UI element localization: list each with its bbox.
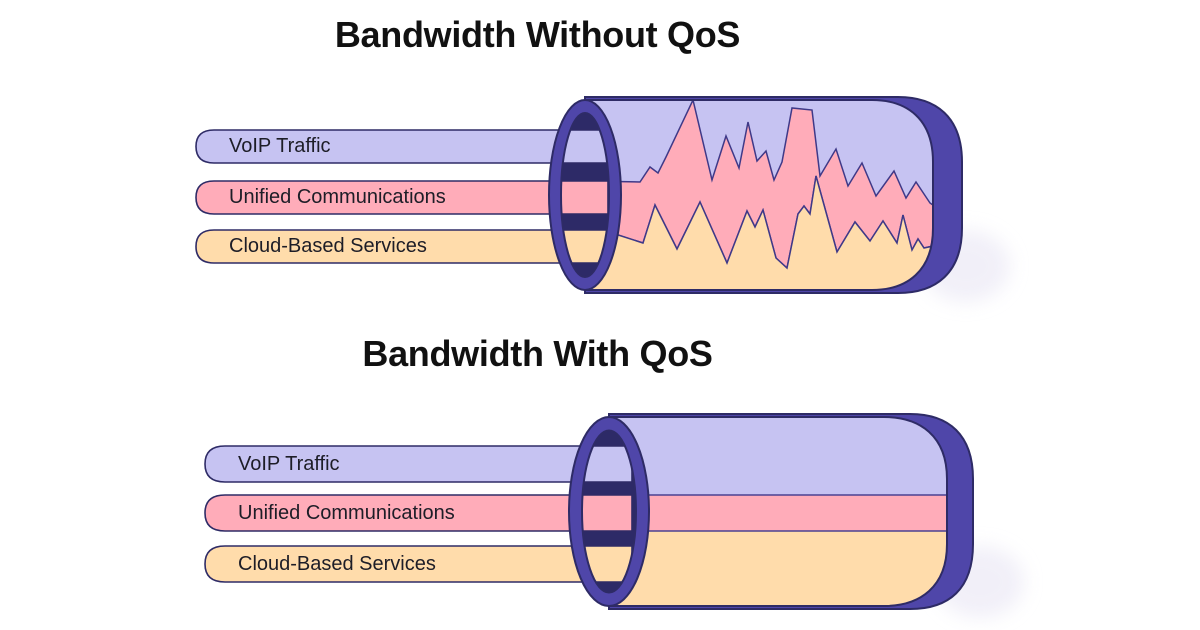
title-with-qos: Bandwidth With QoS [362,333,713,374]
unified-communications-bandwidth-area [609,495,947,531]
pipe-cloud-services [195,229,609,264]
cylinder-with-qos [204,413,1024,618]
cylinder-without-qos [195,96,1010,302]
cylinder-body-outline [609,416,948,607]
pipe-voip [195,129,609,164]
pipe-unified-communications [204,494,633,532]
pipe-label-cloud: Cloud-Based Services [229,235,427,257]
pipe-unified-communications [195,180,609,215]
cylinder-front-rim [567,416,651,607]
cloud-services-bandwidth-area [609,531,947,606]
pipe-label-voip: VoIP Traffic [229,135,331,157]
title-without-qos: Bandwidth Without QoS [334,14,741,55]
pipe-voip [204,445,633,483]
pipe-label-unified: Unified Communications [238,501,455,524]
cylinder-body-outline [585,99,934,291]
pipe-cloud-services [204,545,633,583]
pipe-label-cloud: Cloud-Based Services [238,552,436,575]
band-boundary-lines [609,494,947,532]
pipe-label-unified: Unified Communications [229,186,446,208]
cylinder-front-rim [547,99,623,291]
pipe-label-voip: VoIP Traffic [238,452,340,475]
cloud-services-bandwidth-area [585,175,933,290]
